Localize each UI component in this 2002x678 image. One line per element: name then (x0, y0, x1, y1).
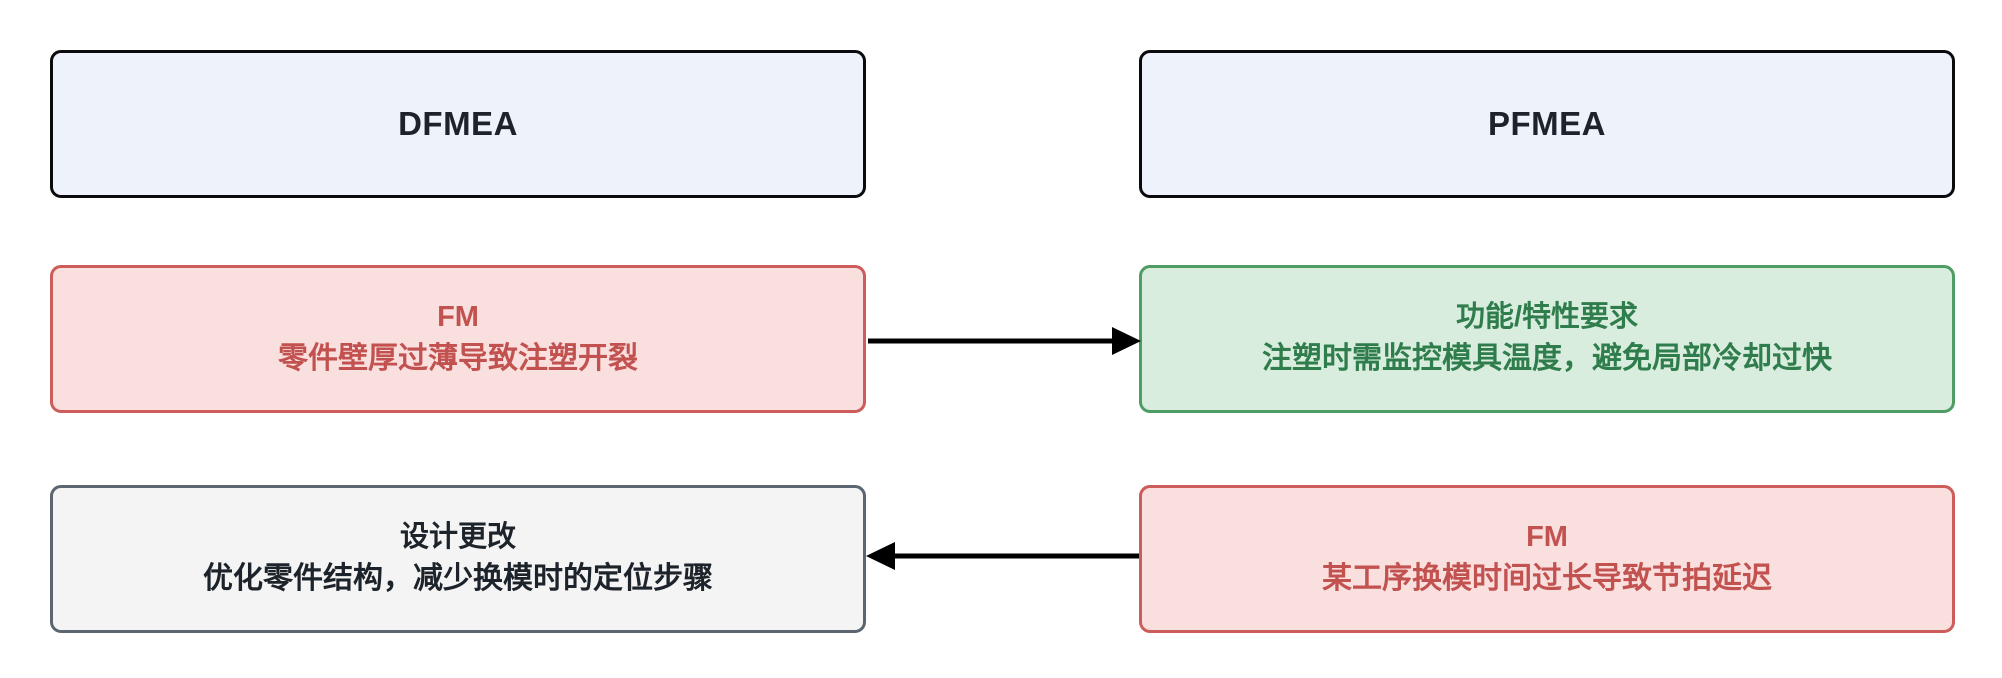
node-design-failure-mode-detail: 零件壁厚过薄导致注塑开裂 (278, 342, 638, 376)
node-design-failure-mode-title: FM (437, 301, 479, 334)
node-design-failure-mode[interactable]: FM 零件壁厚过薄导致注塑开裂 (50, 265, 866, 413)
node-design-change[interactable]: 设计更改 优化零件结构，减少换模时的定位步骤 (50, 485, 866, 633)
edge-design-fm-to-process-requirement (866, 321, 1141, 361)
node-process-failure-mode[interactable]: FM 某工序换模时间过长导致节拍延迟 (1139, 485, 1955, 633)
node-dfmea-label: DFMEA (398, 104, 518, 142)
node-design-change-detail: 优化零件结构，减少换模时的定位步骤 (203, 562, 713, 596)
node-pfmea-header[interactable]: PFMEA (1139, 50, 1955, 198)
node-design-change-title: 设计更改 (399, 521, 516, 554)
arrow-left-icon (866, 542, 1139, 570)
node-process-requirement-title: 功能/特性要求 (1455, 301, 1639, 334)
edge-process-fm-to-design-change (866, 536, 1141, 576)
node-dfmea-header[interactable]: DFMEA (50, 50, 866, 198)
arrow-right-icon (868, 327, 1141, 355)
node-pfmea-label: PFMEA (1488, 104, 1606, 142)
node-process-failure-mode-detail: 某工序换模时间过长导致节拍延迟 (1322, 562, 1772, 596)
node-process-requirement[interactable]: 功能/特性要求 注塑时需监控模具温度，避免局部冷却过快 (1139, 265, 1955, 413)
node-process-failure-mode-title: FM (1526, 521, 1568, 554)
node-process-requirement-detail: 注塑时需监控模具温度，避免局部冷却过快 (1262, 342, 1832, 376)
